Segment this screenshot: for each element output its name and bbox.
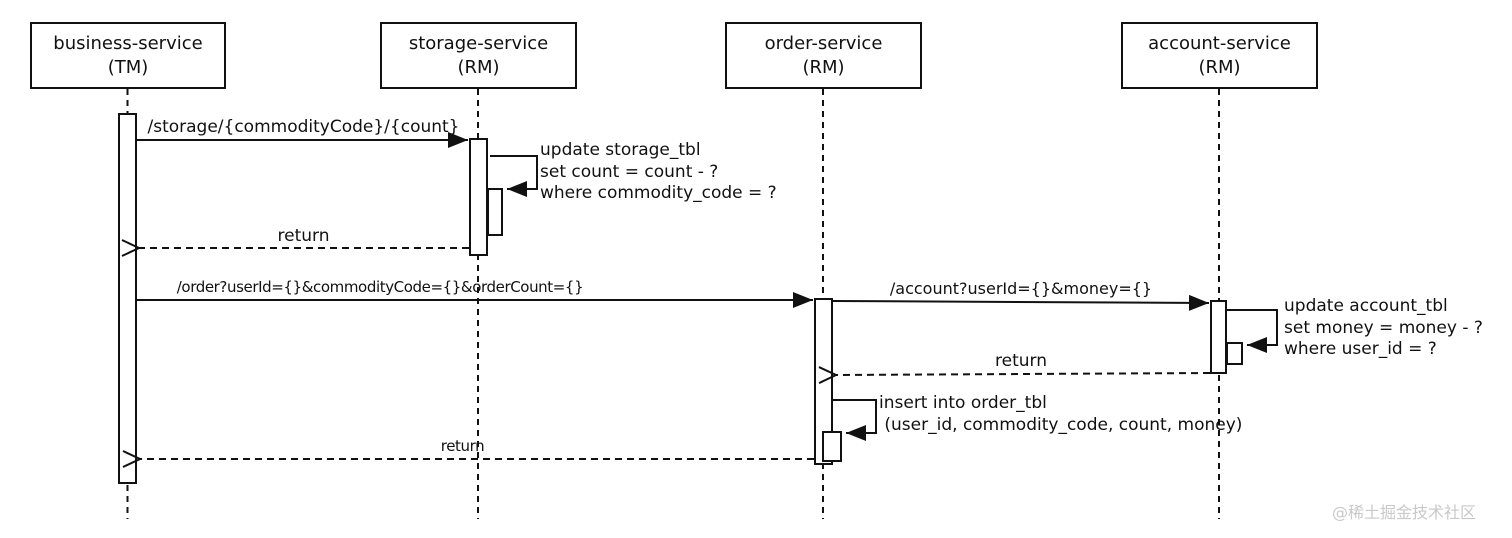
label-order-return: return (440, 437, 485, 455)
sql-line: where user_id = ? (1284, 339, 1437, 359)
activation-storage-nested (487, 188, 503, 236)
sql-line: set money = money - ? (1284, 317, 1483, 338)
note-order-sql: insert into order_tbl (user_id, commodit… (879, 393, 1242, 436)
actor-business-service: business-service (TM) (30, 22, 226, 89)
actor-role: (RM) (802, 57, 845, 78)
note-account-sql: update account_tbl set money = money - ?… (1284, 296, 1483, 361)
arrow-storage-selfcall (490, 155, 538, 197)
actor-storage-service: storage-service (RM) (380, 22, 577, 89)
actor-name: storage-service (408, 33, 549, 54)
arrow-account-return (818, 366, 1211, 384)
sql-line: update storage_tbl (540, 140, 701, 160)
actor-role: (RM) (457, 57, 500, 78)
actor-name: business-service (53, 33, 203, 54)
actor-name: account-service (1148, 33, 1291, 54)
actor-role: (TM) (107, 57, 149, 78)
label-account-return: return (995, 351, 1047, 371)
arrow-account-call (832, 294, 1210, 311)
arrow-order-selfcall (833, 399, 877, 441)
sql-line: update account_tbl (1284, 296, 1448, 316)
watermark: @稀土掘金技术社区 (1332, 503, 1477, 522)
activation-business (118, 113, 137, 484)
actor-account-service: account-service (RM) (1121, 22, 1318, 89)
label-account-call: /account?userId={}&money={} (889, 279, 1153, 298)
arrow-account-selfcall (1227, 309, 1278, 353)
label-storage-call: /storage/{commodityCode}/{count} (147, 117, 460, 137)
sql-line: set count = count - ? (540, 161, 719, 182)
actor-role: (RM) (1198, 57, 1241, 78)
actor-name: order-service (764, 33, 883, 54)
label-order-call: /order?userId={}&commodityCode={}&orderC… (176, 278, 584, 296)
sql-line: where commodity_code = ? (540, 183, 777, 203)
activation-account (1210, 300, 1227, 374)
label-storage-return: return (277, 226, 330, 246)
activation-order-nested (822, 431, 842, 462)
sql-line: insert into order_tbl (879, 393, 1047, 413)
actor-order-service: order-service (RM) (725, 22, 922, 89)
sql-line: (user_id, commodity_code, count, money) (879, 414, 1243, 435)
note-storage-sql: update storage_tbl set count = count - ?… (540, 140, 777, 205)
activation-account-nested (1226, 342, 1243, 365)
